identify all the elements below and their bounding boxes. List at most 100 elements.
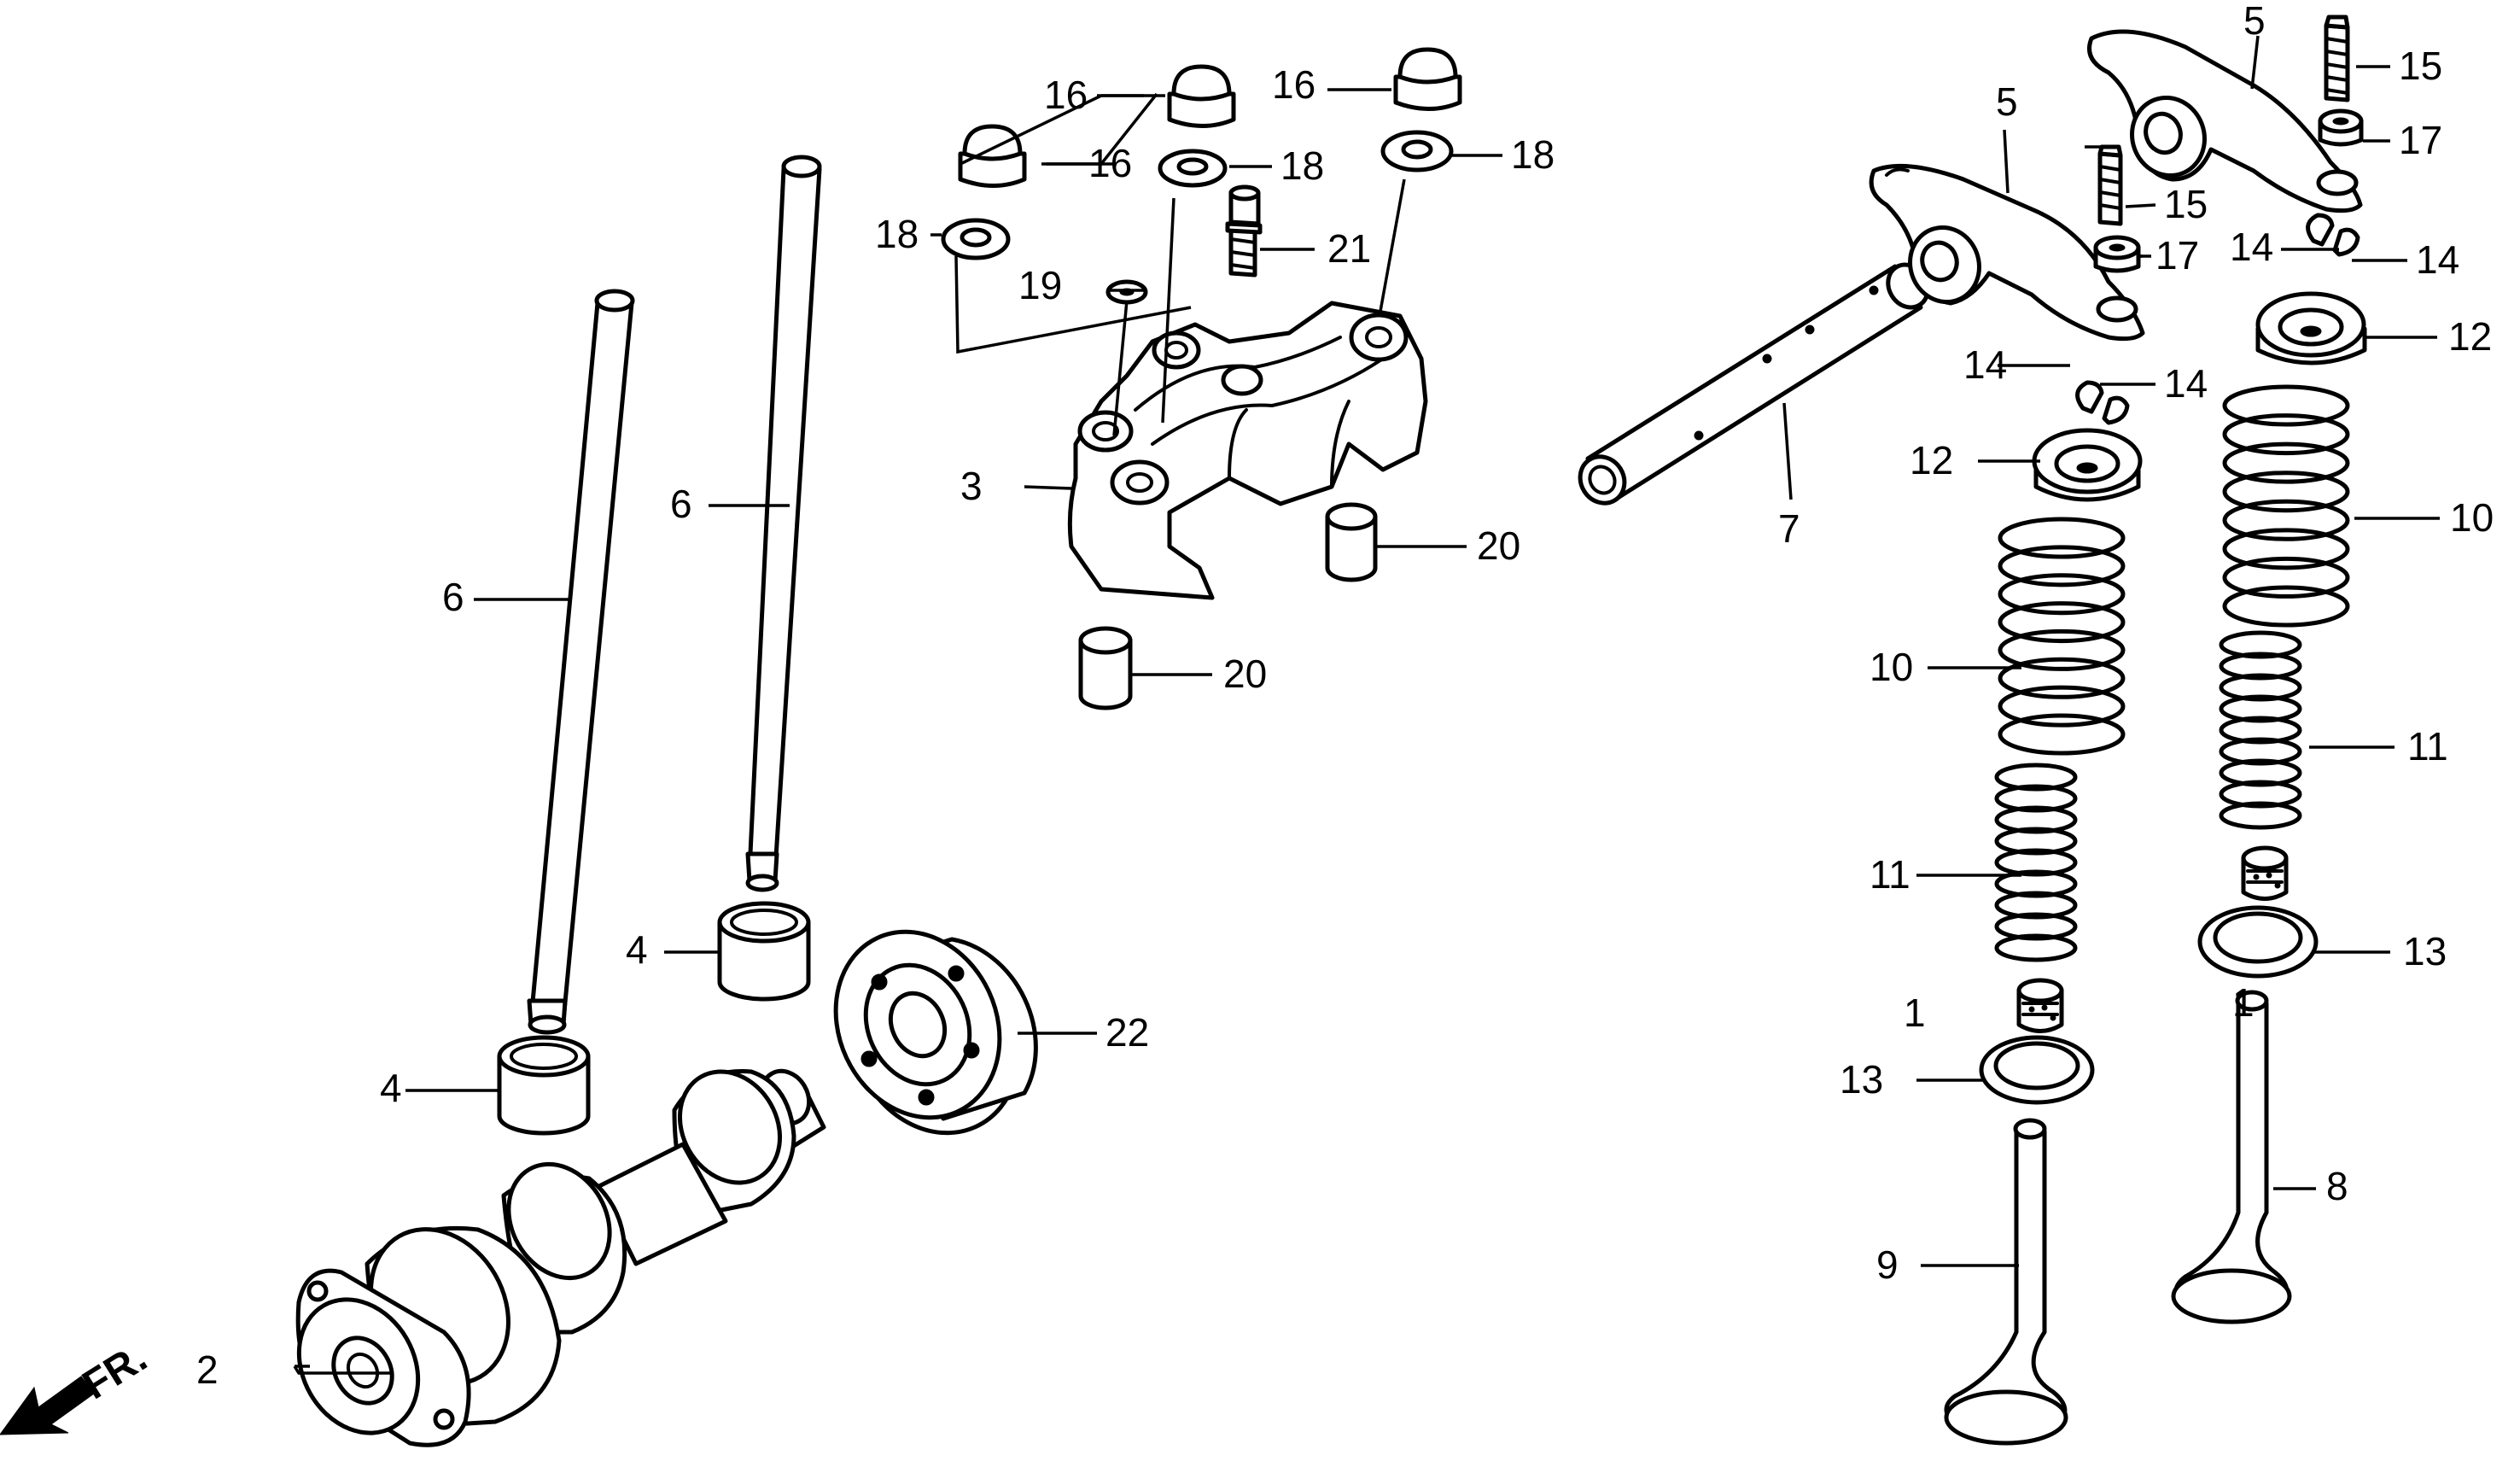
spring-coil (1994, 933, 2078, 962)
callout-7: 7 (1778, 506, 1800, 551)
valve-cotter-pair-left (2075, 380, 2130, 425)
spring-coil (2219, 694, 2302, 723)
spring-coil (2219, 801, 2302, 830)
lifter-upper (717, 901, 811, 1002)
front-direction-arrow-icon (0, 1376, 95, 1435)
callout-15-a: 15 (2164, 182, 2208, 226)
rocker-arm-upper (2087, 29, 2363, 213)
assembly-guide-lines (954, 178, 1406, 436)
callout-18-a: 18 (875, 212, 919, 256)
valve-cotter-pair-right (2306, 213, 2360, 257)
lock-nut-a (2093, 235, 2141, 273)
callout-4-lower: 4 (380, 1066, 402, 1110)
spring-coil (1998, 545, 2126, 587)
spring-coil (2222, 471, 2350, 513)
callout-5-b: 5 (2243, 0, 2266, 43)
spring-coil (2222, 585, 2350, 628)
rocker-arm-lower (1869, 163, 2145, 342)
callout-14-c: 14 (2230, 225, 2273, 269)
outer-spring-left (1998, 517, 2126, 756)
cap-nut-c (1393, 47, 1462, 111)
washer-a (941, 218, 1011, 260)
callout-17-b: 17 (2399, 118, 2442, 162)
camshaft-bearing (833, 929, 1038, 1136)
valve-intake (1944, 1118, 2068, 1446)
callout-2: 2 (196, 1347, 219, 1392)
adjusting-screw-b (2324, 15, 2350, 102)
spring-coil (2222, 556, 2350, 599)
spring-seat-right (2197, 905, 2319, 979)
spring-coil (2222, 441, 2350, 484)
inner-spring-right (2219, 630, 2302, 830)
spring-coil (1994, 891, 2078, 920)
callout-9: 9 (1876, 1242, 1899, 1287)
spring-coil (1998, 601, 2126, 644)
spring-coil (1994, 827, 2078, 856)
leader-lines (293, 35, 2440, 1375)
spring-coil (2219, 716, 2302, 745)
callout-21: 21 (1327, 226, 1371, 271)
spring-coil (1994, 848, 2078, 877)
sealing-washer (1105, 279, 1148, 305)
callout-8: 8 (2326, 1164, 2348, 1208)
spring-coil (2219, 652, 2302, 681)
callout-1-int: 1 (1904, 991, 1926, 1035)
spring-coil (1998, 657, 2126, 699)
callout-3: 3 (960, 464, 983, 508)
washer-b (1158, 149, 1228, 188)
rocker-arm-shaft (1578, 262, 1930, 506)
spring-coil (2219, 673, 2302, 702)
callout-11-right: 11 (2407, 724, 2448, 769)
callout-10-right: 10 (2450, 495, 2494, 540)
adjusting-screw-a (2097, 144, 2123, 226)
camshaft (295, 1068, 826, 1447)
inner-spring-left (1994, 763, 2078, 962)
dowel-pin-upper (1325, 502, 1378, 582)
washer-c (1380, 130, 1454, 172)
callout-16-c: 16 (1272, 62, 1315, 107)
callout-5-a: 5 (1996, 79, 2018, 124)
spring-coil (1994, 784, 2078, 813)
callout-13-right: 13 (2403, 929, 2447, 973)
spring-coil (1994, 869, 2078, 898)
stem-seal-right (2241, 845, 2289, 901)
spring-coil (1994, 805, 2078, 834)
callout-6-left: 6 (442, 575, 464, 619)
spring-coil (2222, 384, 2350, 427)
callout-4-upper: 4 (626, 927, 648, 972)
spring-coil (1998, 573, 2126, 616)
spring-coil (1998, 517, 2126, 559)
spring-coil (2222, 499, 2350, 541)
spring-retainer-right (2255, 291, 2367, 365)
lock-nut-b (2318, 108, 2364, 147)
outer-spring-right (2222, 384, 2350, 628)
spring-seat-left (1979, 1035, 2095, 1105)
callout-6-right: 6 (670, 482, 692, 526)
callout-20-a: 20 (1477, 523, 1520, 568)
dowel-pin-lower (1078, 626, 1133, 710)
push-rod-right (745, 155, 822, 892)
callout-11-left: 11 (1870, 852, 1910, 897)
flange-bolt (1225, 184, 1263, 278)
callout-14-b: 14 (2164, 361, 2208, 406)
push-rod-left (527, 289, 635, 1035)
spring-coil (2222, 413, 2350, 456)
callout-16-a: 16 (1044, 73, 1088, 117)
callout-15-b: 15 (2399, 44, 2442, 88)
callout-12-left: 12 (1910, 438, 1953, 482)
callout-14-a: 14 (1963, 342, 2007, 387)
spring-coil (1994, 763, 2078, 792)
callout-13-left: 13 (1840, 1057, 1883, 1102)
cap-nut-a (958, 124, 1027, 188)
callout-12-right: 12 (2448, 314, 2492, 359)
callout-19: 19 (1018, 263, 1062, 307)
callout-18-b: 18 (1280, 143, 1324, 188)
lifter-lower (497, 1035, 591, 1136)
cap-nut-b (1167, 64, 1236, 128)
spring-coil (2219, 737, 2302, 766)
spring-coil (1998, 713, 2126, 756)
callout-16-b: 16 (1088, 141, 1132, 185)
spring-coil (1998, 685, 2126, 728)
spring-coil (2219, 758, 2302, 787)
